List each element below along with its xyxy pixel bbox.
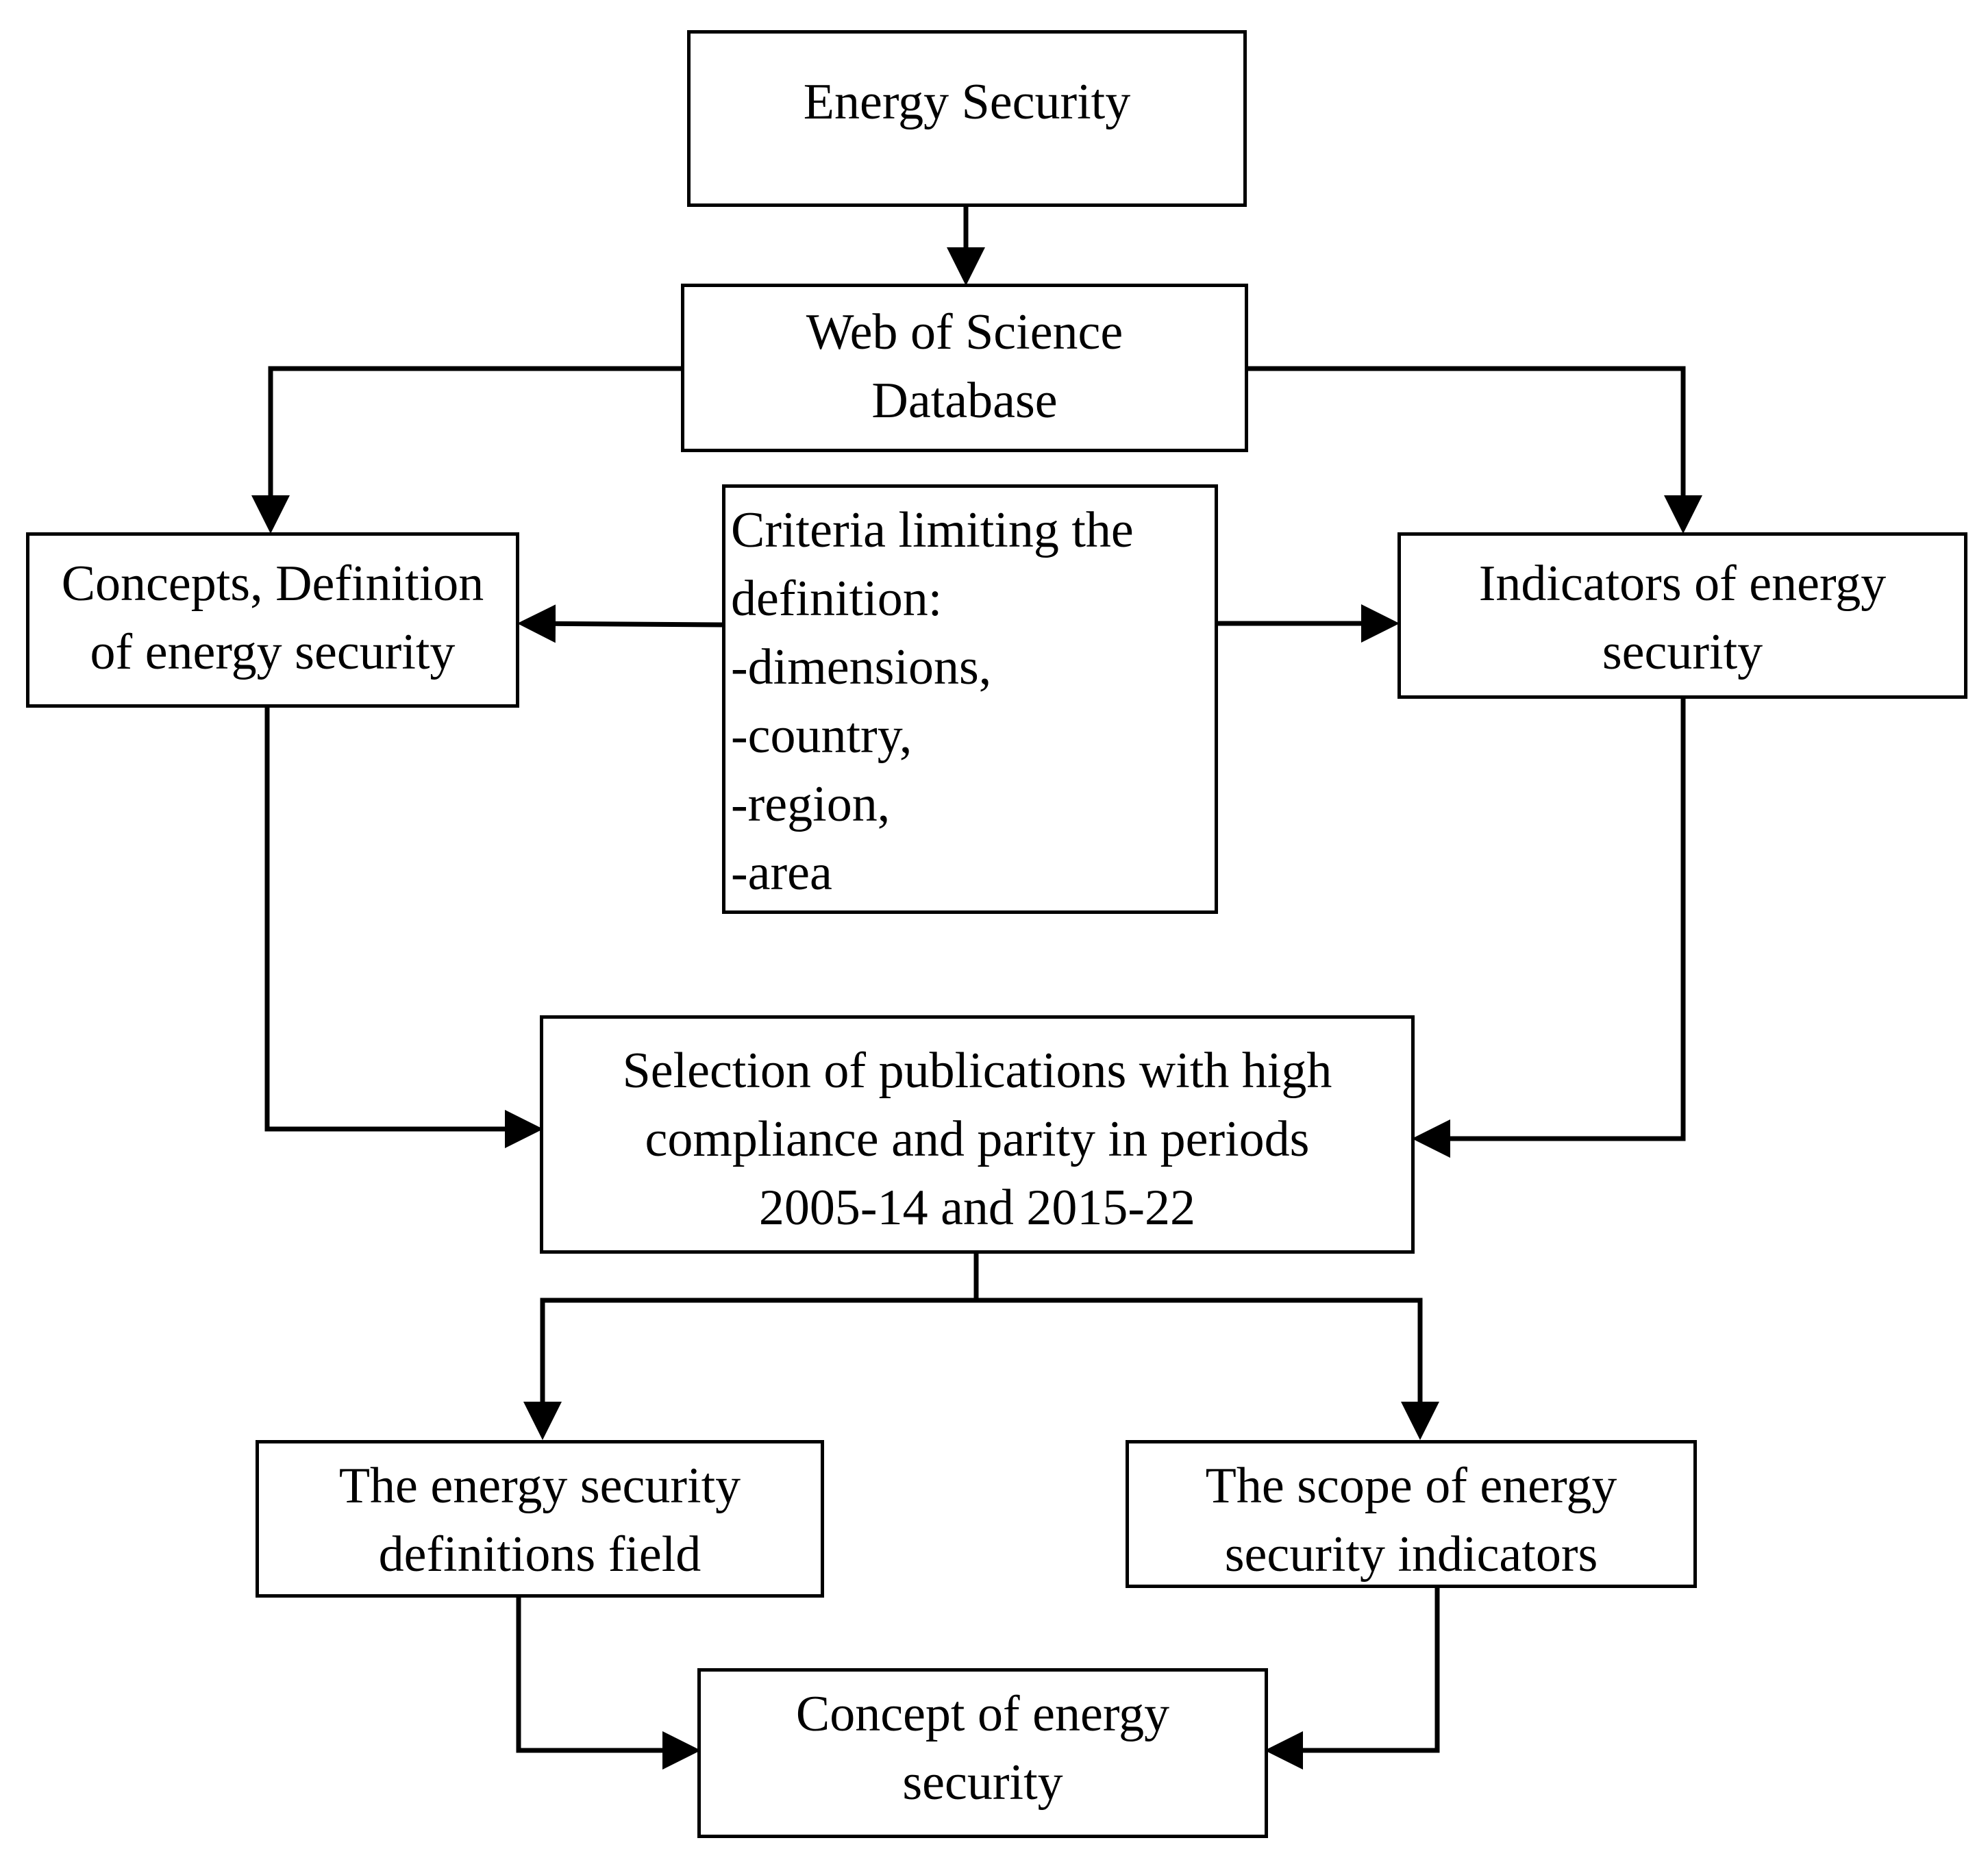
- criteria-line-3: -dimensions,: [731, 639, 992, 695]
- indicators-line-1: Indicators of energy: [1478, 556, 1887, 612]
- definitions-field-line-2: definitions field: [378, 1526, 701, 1583]
- energy-security-title: Energy Security: [803, 74, 1131, 130]
- selection-box: Selection of publications with high comp…: [540, 1015, 1415, 1254]
- concepts-definition-box: Concepts, Definition of energy security: [26, 532, 519, 708]
- concepts-definition-line-1: Concepts, Definition: [61, 556, 484, 612]
- arrow-definitions-field-to-concept: [516, 1598, 701, 1770]
- selection-line-1: Selection of publications with high: [622, 1043, 1332, 1099]
- selection-line-2: compliance and parity in periods: [645, 1111, 1310, 1167]
- wos-database-box: Web of Science Database: [681, 284, 1248, 452]
- concept-line-2: security: [902, 1754, 1063, 1811]
- criteria-box: Criteria limiting the definition: -dimen…: [722, 484, 1218, 914]
- arrow-wos-to-concepts: [251, 366, 681, 534]
- arrow-wos-to-indicators: [1248, 366, 1702, 534]
- arrow-selection-to-definitions-field: [523, 1298, 976, 1440]
- arrow-criteria-to-concepts: [517, 604, 723, 643]
- arrow-selection-to-scope: [976, 1298, 1439, 1440]
- criteria-line-1: Criteria limiting the: [731, 502, 1134, 558]
- wos-database-line-1: Web of Science: [806, 304, 1123, 360]
- criteria-line-6: -area: [731, 845, 832, 901]
- energy-security-box: Energy Security: [687, 30, 1247, 207]
- definitions-field-box: The energy security definitions field: [256, 1440, 824, 1598]
- arrow-concepts-to-selection: [264, 708, 543, 1148]
- wos-database-line-2: Database: [871, 373, 1058, 429]
- scope-indicators-box: The scope of energy security indicators: [1126, 1440, 1697, 1588]
- selection-line-3: 2005-14 and 2015-22: [758, 1180, 1196, 1236]
- concepts-definition-line-2: of energy security: [90, 624, 456, 680]
- criteria-line-2: definition:: [731, 571, 943, 627]
- indicators-line-2: security: [1602, 624, 1763, 680]
- concept-box: Concept of energy security: [697, 1668, 1268, 1838]
- arrow-scope-to-concept: [1265, 1588, 1440, 1770]
- scope-indicators-line-1: The scope of energy: [1205, 1458, 1617, 1514]
- criteria-line-5: -region,: [731, 776, 891, 832]
- criteria-line-4: -country,: [731, 708, 912, 764]
- indicators-box: Indicators of energy security: [1397, 532, 1967, 699]
- arrow-indicators-to-selection: [1412, 699, 1686, 1158]
- concept-line-1: Concept of energy: [795, 1686, 1170, 1742]
- definitions-field-line-1: The energy security: [338, 1458, 741, 1514]
- scope-indicators-line-2: security indicators: [1224, 1526, 1598, 1583]
